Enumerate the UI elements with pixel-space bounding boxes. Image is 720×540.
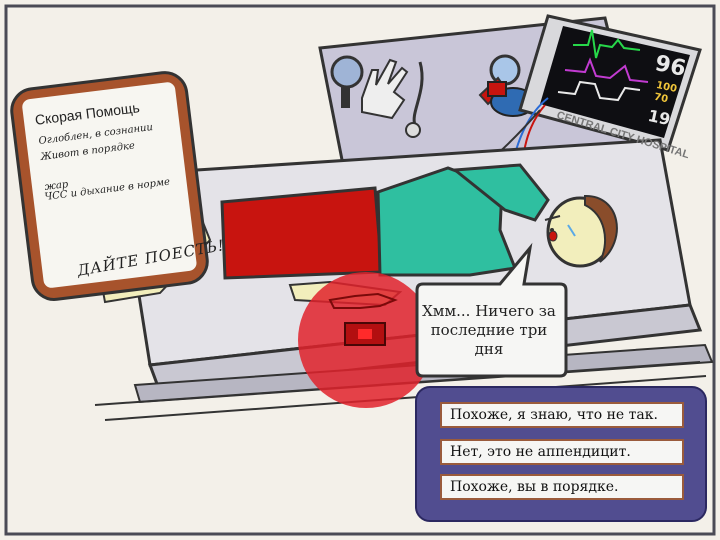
patient-shorts: [220, 186, 384, 280]
ecg-trace: [573, 29, 641, 59]
magnifier-icon: [330, 55, 364, 108]
pressure-trace: [564, 57, 649, 83]
dialogue-choice-not-appendicitis[interactable]: Нет, это не аппендицит.: [440, 439, 684, 465]
pain-indicator[interactable]: [298, 272, 434, 408]
stethoscope-icon: [405, 61, 424, 138]
vital-signs-monitor: [518, 14, 702, 152]
ambulance-clipboard: [10, 71, 209, 301]
dialogue-choice-discharge[interactable]: Похоже, вы в порядке.: [440, 474, 684, 500]
glove-icon: [361, 58, 409, 120]
resp-trace: [557, 80, 641, 102]
patient-head: [544, 194, 618, 268]
frame-border: [4, 4, 716, 536]
speech-bubble: [415, 242, 568, 378]
dialogue-choice-diagnose[interactable]: Похоже, я знаю, что не так.: [440, 402, 684, 428]
